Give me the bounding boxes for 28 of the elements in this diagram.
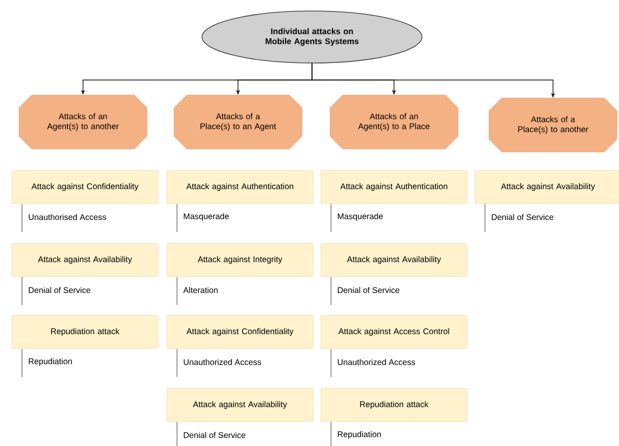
category-octagon: Attacks of a Place(s) to an Agent xyxy=(174,94,302,150)
item-text: Unauthorised Access xyxy=(28,214,106,220)
item-text: Masquerade xyxy=(184,213,229,221)
item-text: Repudiation xyxy=(338,431,381,439)
item-text: Masquerade xyxy=(338,213,383,221)
item-text: Denial of Service xyxy=(28,286,90,294)
attack-box: Attack against Availability xyxy=(166,388,314,422)
attack-box: Attack against Authentication xyxy=(166,170,314,204)
attack-box: Attack against Confidentiality xyxy=(166,315,314,349)
attack-box: Attack against Availability xyxy=(474,170,619,204)
attack-box: Attack against Availability xyxy=(320,243,468,277)
item-text: Repudiation xyxy=(28,358,72,366)
item-text: Unauthorized Access xyxy=(338,358,416,366)
category-octagon: Attacks of an Agent(s) to another xyxy=(18,94,148,150)
category-octagon: Attacks of an Agent(s) to a Place xyxy=(330,94,458,150)
attack-box: Attack against Access Control xyxy=(320,315,468,349)
item-text: Unauthorized Access xyxy=(184,358,262,366)
item-text: Denial of Service xyxy=(184,432,246,438)
item-text: Alteration xyxy=(183,286,218,294)
category-octagon: Attacks of a Place(s) to another xyxy=(488,98,618,152)
attack-box: Repudiation attack xyxy=(12,315,158,349)
attack-box: Repudiation attack xyxy=(320,388,468,422)
attack-box: Attack against Authentication xyxy=(320,170,468,204)
attack-box: Attack against Availability xyxy=(12,243,158,277)
attack-box: Attack against Integrity xyxy=(166,243,314,277)
item-text: Denial of Service xyxy=(338,286,400,294)
item-text: Denial of Service xyxy=(492,214,554,220)
attack-box: Attack against Confidentiality xyxy=(12,170,158,204)
